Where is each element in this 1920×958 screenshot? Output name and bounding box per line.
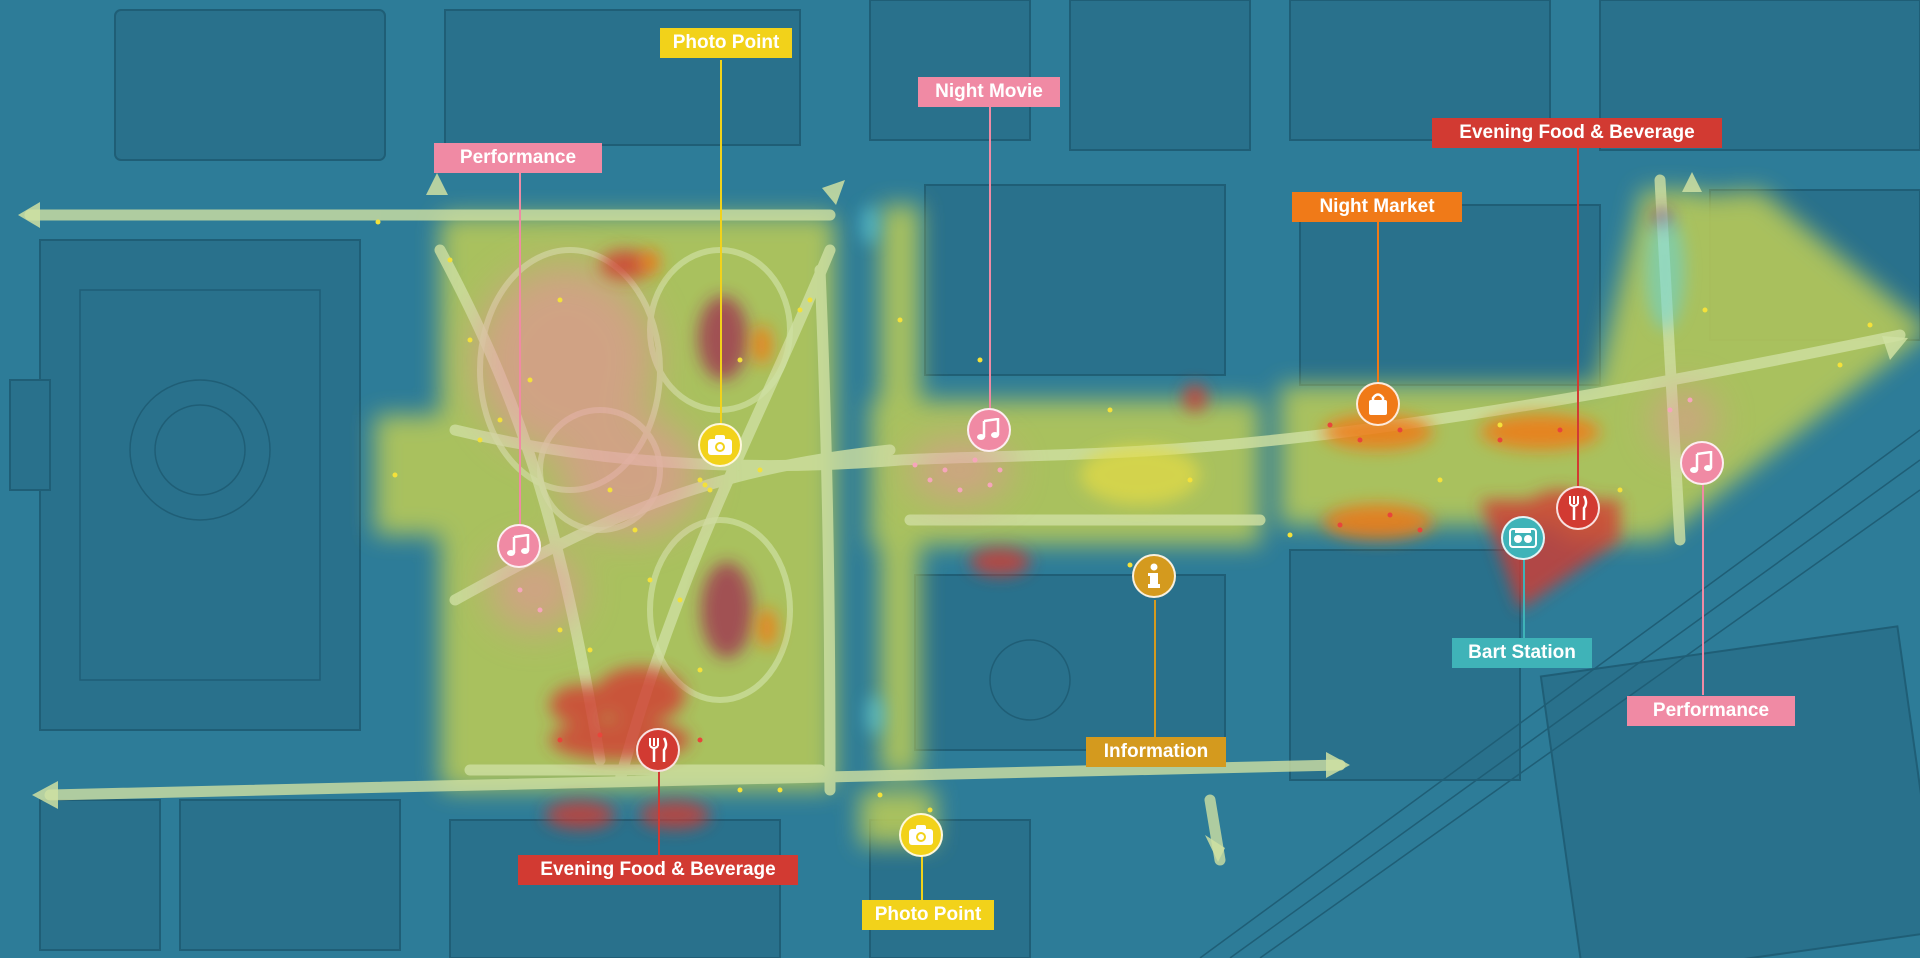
leader-line	[1702, 480, 1704, 695]
leader-line	[1523, 560, 1525, 640]
bart-logo-icon[interactable]	[1501, 516, 1545, 560]
yellow-heat	[1080, 445, 1200, 505]
yellow-dots	[375, 219, 1873, 813]
fork-knife-icon[interactable]	[636, 728, 680, 772]
callout-label: Evening Food & Beverage	[518, 855, 798, 885]
orange-heat	[640, 250, 1600, 648]
music-note-icon[interactable]	[1680, 441, 1724, 485]
info-icon[interactable]	[1132, 554, 1176, 598]
pink-dots	[517, 397, 1693, 613]
callout-label: Night Movie	[918, 77, 1060, 107]
leader-line	[658, 770, 660, 855]
callout-label: Bart Station	[1452, 638, 1592, 668]
leader-line	[1377, 222, 1379, 392]
camera-icon[interactable]	[698, 423, 742, 467]
shopping-bag-icon[interactable]	[1356, 382, 1400, 426]
callout-label: Photo Point	[862, 900, 994, 930]
callout-label: Evening Food & Beverage	[1432, 118, 1722, 148]
music-note-icon[interactable]	[497, 524, 541, 568]
music-note-icon[interactable]	[967, 408, 1011, 452]
leader-line	[1577, 148, 1579, 488]
fork-knife-icon[interactable]	[1556, 486, 1600, 530]
leader-line	[921, 855, 923, 900]
cyan-glow	[860, 205, 1685, 735]
callout-label: Performance	[434, 143, 602, 173]
callout-label: Night Market	[1292, 192, 1462, 222]
callout-label: Performance	[1627, 696, 1795, 726]
leader-line	[1154, 600, 1156, 738]
leader-line	[989, 107, 991, 427]
building-detail-lines	[79, 289, 1920, 958]
camera-icon[interactable]	[899, 813, 943, 857]
callout-label: Photo Point	[660, 28, 792, 58]
direction-arrows	[18, 172, 1908, 862]
leader-line	[720, 60, 722, 450]
callout-label: Information	[1086, 737, 1226, 767]
red-dots	[557, 422, 1563, 748]
leader-line	[519, 173, 521, 543]
